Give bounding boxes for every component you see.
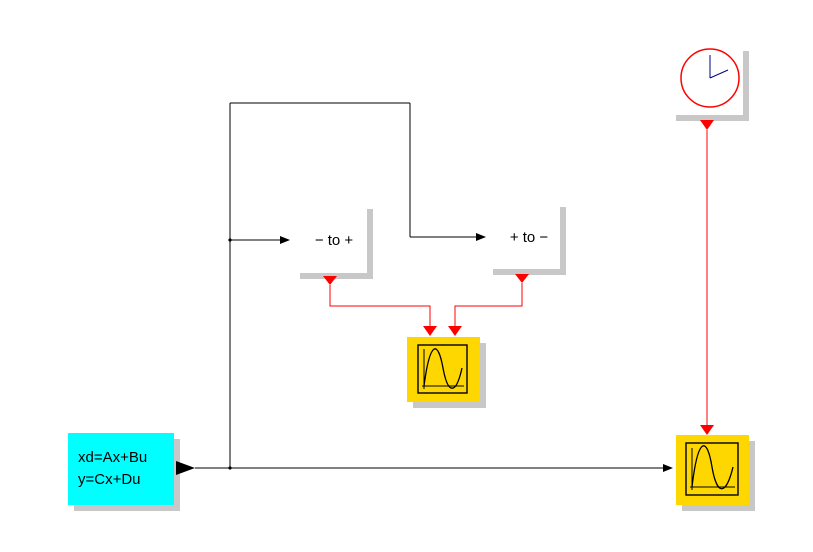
split-point-lower xyxy=(228,466,232,470)
split-point-upper xyxy=(228,238,232,242)
block-scope-small[interactable] xyxy=(407,326,486,408)
block-body xyxy=(294,203,367,273)
block-body xyxy=(68,433,174,505)
block-label: + to − xyxy=(510,229,549,246)
sine-wave-icon xyxy=(422,348,464,389)
block-clock[interactable] xyxy=(670,45,749,130)
event-link-neg-to-pos[interactable] xyxy=(329,285,431,326)
event-input-port[interactable] xyxy=(423,326,437,336)
block-pos-to-neg[interactable]: + to − xyxy=(487,201,566,283)
event-link-pos-to-neg[interactable] xyxy=(454,283,523,326)
event-output-port[interactable] xyxy=(323,276,337,285)
data-links xyxy=(195,102,673,472)
event-output-port[interactable] xyxy=(700,120,714,130)
equation-line-2: y=Cx+Du xyxy=(78,471,141,488)
clock-icon xyxy=(680,48,740,108)
block-state-space[interactable]: xd=Ax+Bu y=Cx+Du xyxy=(68,433,195,511)
block-label: − to + xyxy=(315,232,354,249)
scope-screen xyxy=(685,442,739,496)
event-input-port[interactable] xyxy=(700,425,714,435)
block-body xyxy=(487,201,560,269)
scope-screen xyxy=(417,344,468,394)
block-scope-large[interactable] xyxy=(676,425,755,511)
equation-line-1: xd=Ax+Bu xyxy=(78,449,147,466)
block-neg-to-pos[interactable]: − to + xyxy=(294,203,373,285)
event-input-port[interactable] xyxy=(448,326,462,336)
data-output-port[interactable] xyxy=(176,461,195,475)
event-output-port[interactable] xyxy=(515,274,529,283)
event-links xyxy=(329,130,708,425)
sine-wave-icon xyxy=(690,445,735,490)
